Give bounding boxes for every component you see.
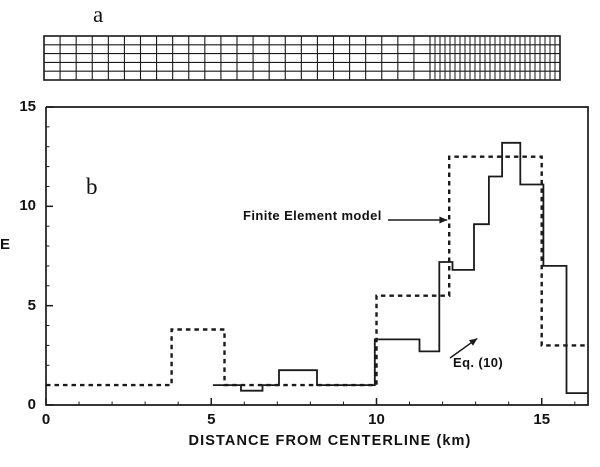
eq-10-annotation: Eq. (10) (453, 355, 504, 370)
x-axis-title: DISTANCE FROM CENTERLINE (km) (188, 433, 472, 449)
y-axis-title: E (0, 236, 11, 253)
x-tick-label-10: 10 (368, 411, 385, 428)
x-tick-label-15: 15 (533, 411, 551, 428)
finite-element-mesh (43, 35, 561, 81)
finite-element-model-annotation: Finite Element model (243, 208, 382, 223)
y-tick-label-0: 0 (27, 396, 36, 413)
x-tick-label-5: 5 (207, 411, 216, 428)
y-tick-label-5: 5 (27, 296, 36, 314)
series-finite-element-model (46, 155, 588, 387)
finite-element-model-arrow-head (439, 216, 448, 224)
annotation-arrows (388, 216, 478, 359)
y-tick-label-10: 10 (19, 197, 36, 215)
x-tick-label-0: 0 (41, 411, 51, 428)
y-tick-label-15: 15 (19, 98, 36, 115)
panel-a-label: a (93, 2, 104, 27)
plot-series (46, 141, 588, 395)
plot-axes (45, 106, 589, 406)
panel-b-label: b (86, 174, 98, 199)
eq-10-arrow-head (468, 338, 478, 346)
series-eq-10 (212, 141, 588, 395)
